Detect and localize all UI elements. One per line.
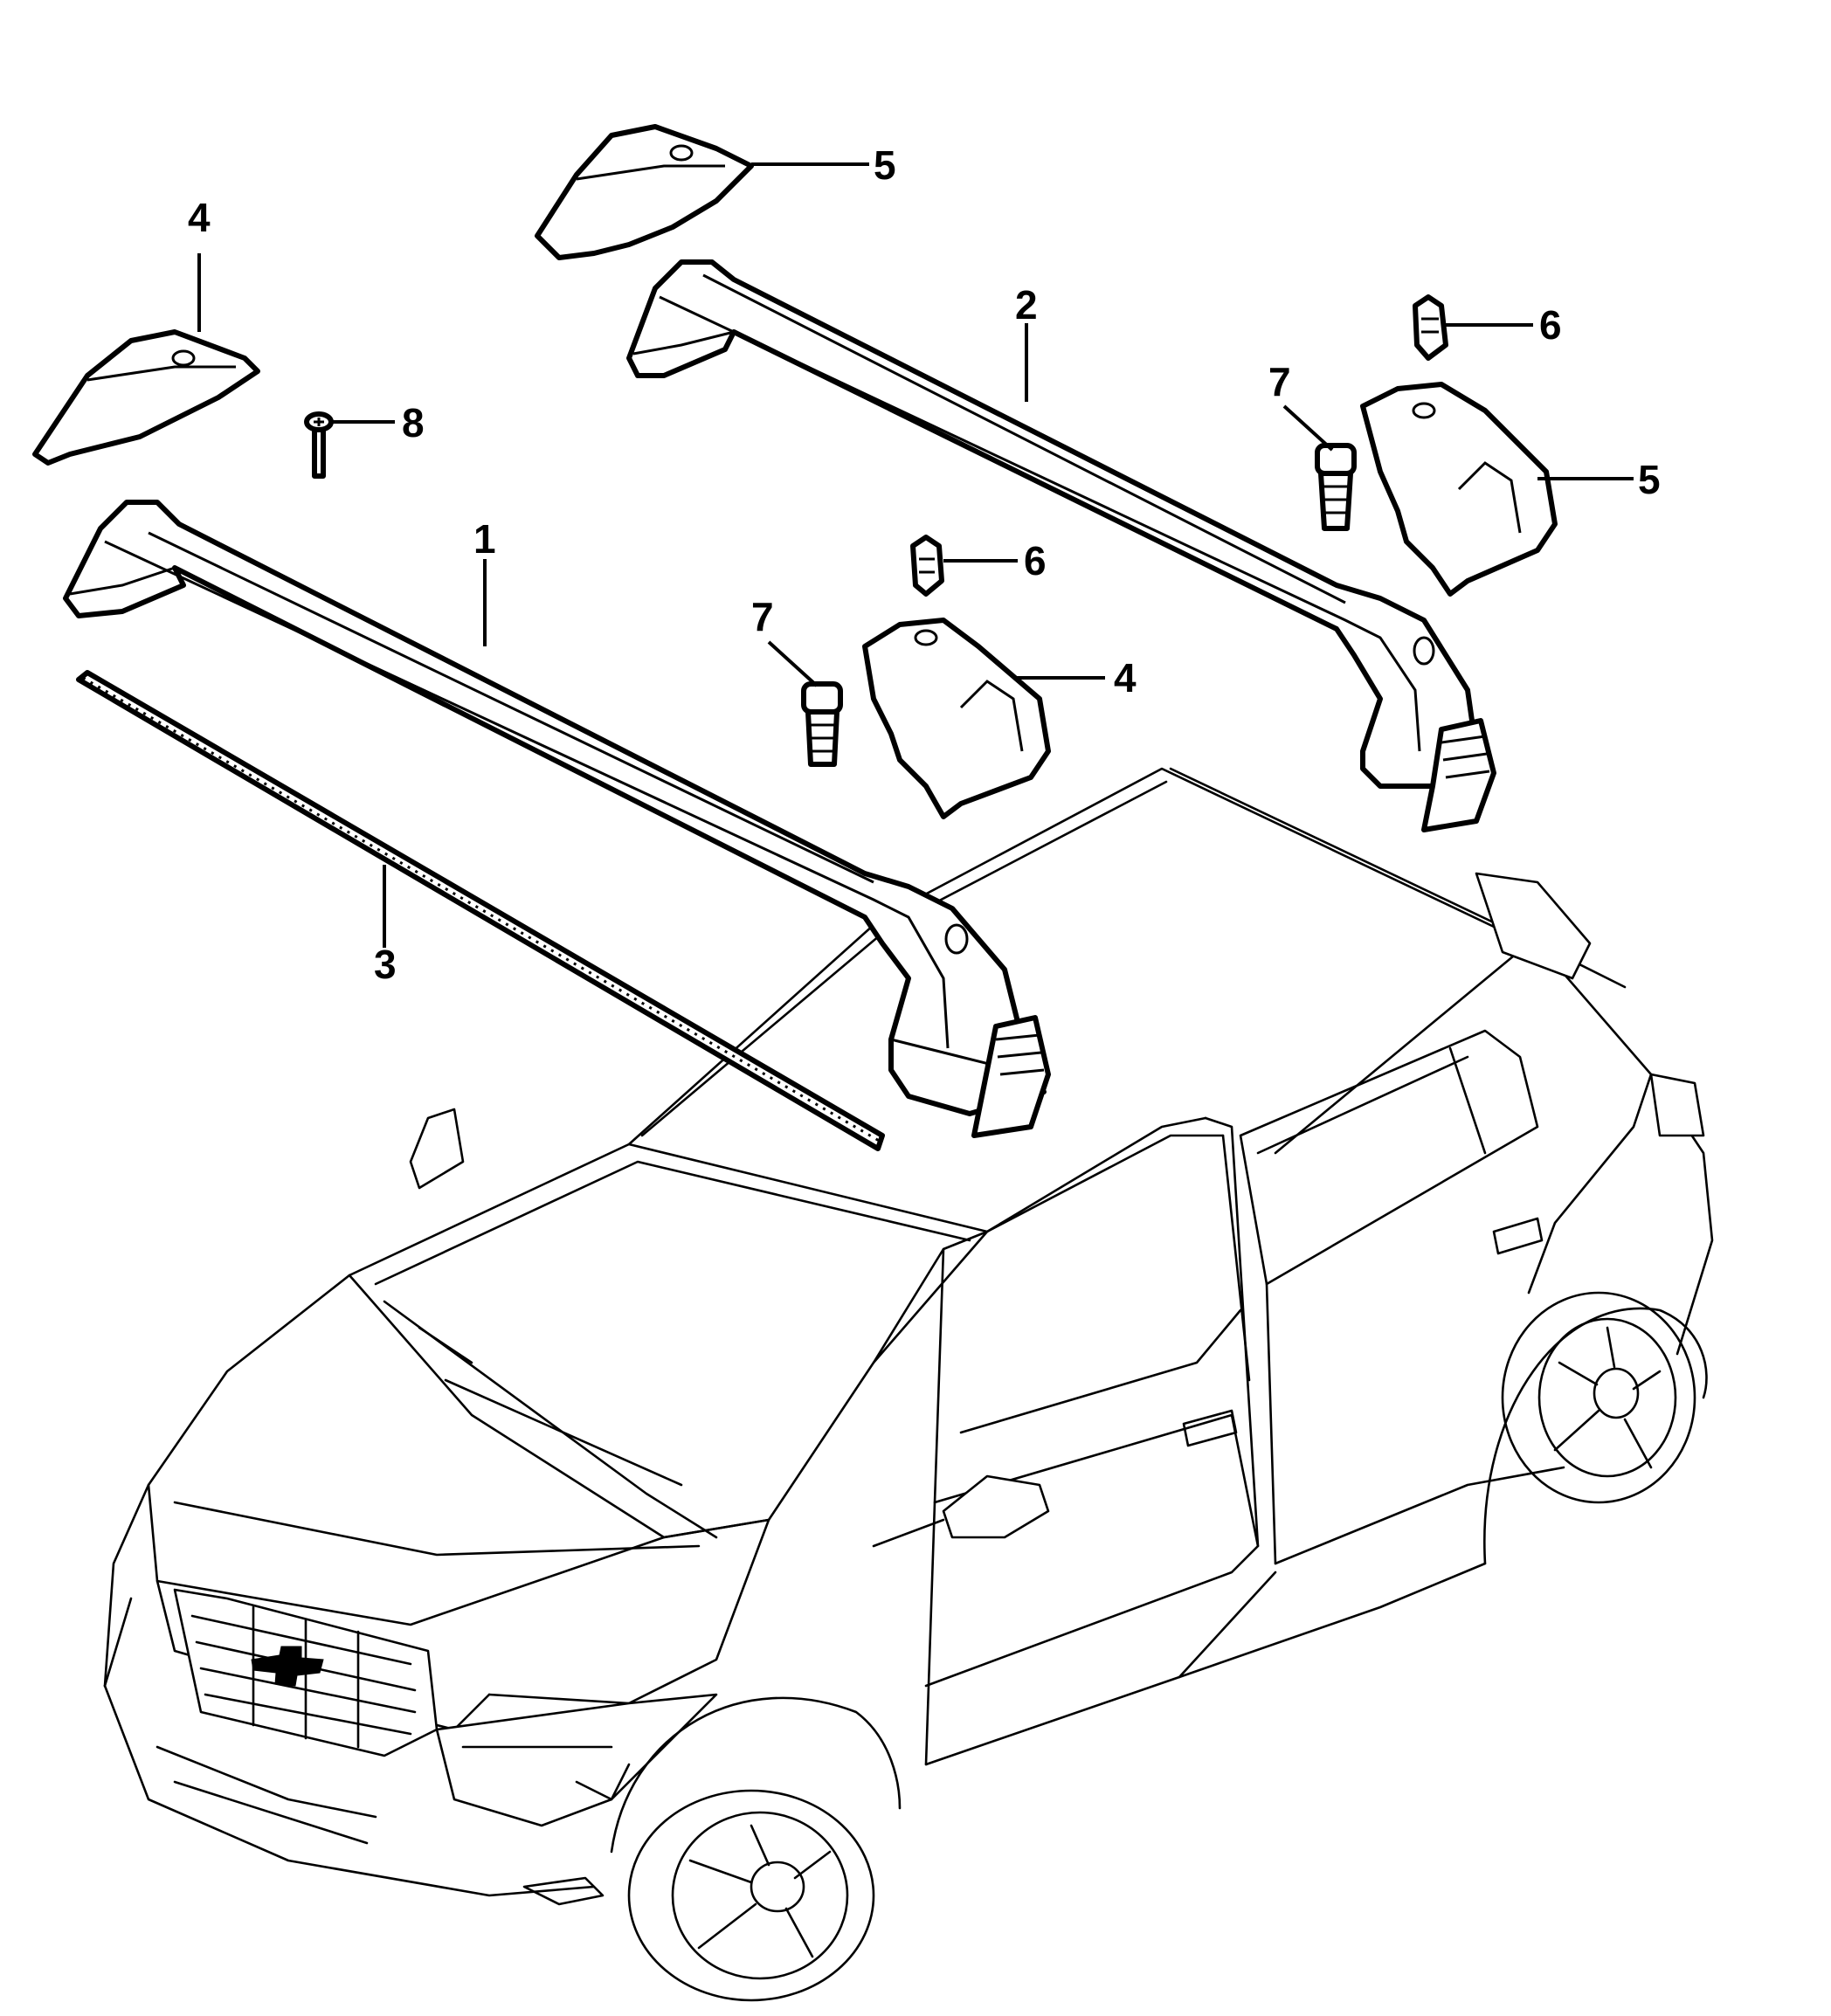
rear-crossbar bbox=[626, 259, 1496, 832]
leader-7a bbox=[767, 640, 819, 687]
front-crossbar bbox=[63, 500, 1051, 1138]
callout-8: 8 bbox=[402, 400, 425, 445]
callout-4b: 4 bbox=[1114, 655, 1137, 701]
end-cover-rear-left bbox=[535, 124, 754, 260]
clip-rear bbox=[1413, 294, 1448, 361]
screw bbox=[304, 411, 334, 479]
callout-1: 1 bbox=[473, 516, 496, 562]
callout-6b: 6 bbox=[1539, 302, 1562, 348]
clip-front bbox=[910, 535, 944, 597]
callout-5a: 5 bbox=[874, 142, 896, 188]
leader-7b bbox=[1282, 404, 1334, 452]
car-body bbox=[103, 767, 1714, 2002]
knob-rear bbox=[1315, 443, 1357, 531]
callout-labels: 1 2 3 4 4 5 5 6 6 7 7 8 bbox=[188, 142, 1661, 987]
leader-lines bbox=[197, 162, 1634, 948]
knob-front bbox=[801, 681, 843, 767]
callout-2: 2 bbox=[1015, 282, 1038, 328]
callout-6a: 6 bbox=[1024, 538, 1047, 583]
callout-5b: 5 bbox=[1638, 457, 1661, 502]
end-cover-front-right bbox=[862, 618, 1051, 819]
end-cover-rear-right bbox=[1360, 382, 1558, 597]
end-cover-front-left bbox=[32, 329, 260, 466]
callout-7a: 7 bbox=[751, 594, 774, 639]
callout-3: 3 bbox=[374, 942, 397, 987]
weather-strip bbox=[76, 670, 885, 1151]
callout-7b: 7 bbox=[1268, 359, 1291, 404]
callout-4a: 4 bbox=[188, 195, 211, 240]
